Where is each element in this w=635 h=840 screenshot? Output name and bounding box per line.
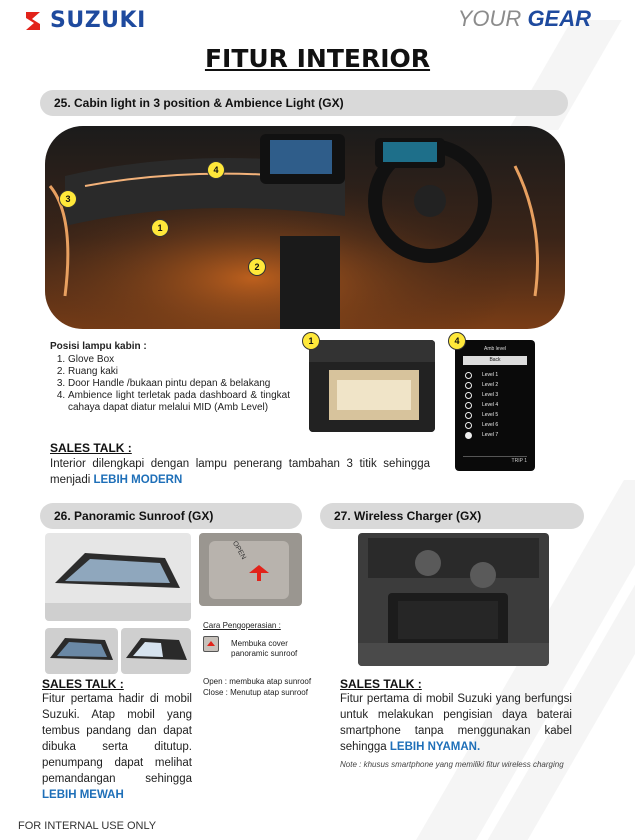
sales-talk-text: Interior dilengkapi dengan lampu peneran… <box>50 458 430 486</box>
sunroof-switch-photo: OPEN <box>199 533 302 606</box>
page-title: FITUR INTERIOR <box>204 44 431 73</box>
mid-back: Back <box>463 356 527 365</box>
sales-talk-title: SALES TALK : <box>50 441 132 455</box>
list-title: Posisi lampu kabin : <box>50 341 147 352</box>
wireless-charger-photo <box>358 533 549 666</box>
sales-talk-text: Fitur pertama hadir di mobil Suzuki. Ata… <box>42 693 192 801</box>
glove-box-photo <box>309 340 435 432</box>
sales-talk-title: SALES TALK : <box>340 677 422 691</box>
list-item: Ambience light terletak pada dashboard &… <box>68 390 290 414</box>
suzuki-s-icon <box>26 11 40 30</box>
open-text: Open : membuka atap sunroof <box>203 677 312 686</box>
section-25-title: 25. Cabin light in 3 position & Ambience… <box>40 90 568 116</box>
marker-4: 4 <box>207 161 225 179</box>
mid-level-row: Level 7 <box>465 430 527 440</box>
mid-title: Amb level <box>484 346 506 352</box>
mid-level-row: Level 6 <box>465 420 527 430</box>
marker-3: 3 <box>59 190 77 208</box>
list-item: Glove Box <box>68 354 290 366</box>
mid-level-row: Level 4 <box>465 400 527 410</box>
list-item: Door Handle /bukaan pintu depan & belaka… <box>68 378 290 390</box>
mid-level-row: Level 1 <box>465 370 527 380</box>
footer-label: FOR INTERNAL USE ONLY <box>18 820 157 832</box>
mid-level-list: Level 1 Level 2 Level 3 Level 4 Level 5 … <box>465 370 527 440</box>
list-item: Ruang kaki <box>68 366 290 378</box>
suzuki-logo: SUZUKI <box>22 8 146 33</box>
sunroof-top-photo <box>45 533 191 621</box>
cara-title: Cara Pengoperasian : <box>203 621 281 630</box>
sunroof-small-photo-2 <box>121 628 191 674</box>
sunroof-small-photo-1 <box>45 628 118 674</box>
brand-name: SUZUKI <box>50 8 146 33</box>
section-26-title: 26. Panoramic Sunroof (GX) <box>40 503 302 529</box>
marker-1: 1 <box>151 219 169 237</box>
mid-screen: Amb level Back Level 1 Level 2 Level 3 L… <box>455 340 535 471</box>
sales-talk-text: Fitur pertama di mobil Suzuki yang berfu… <box>340 693 572 753</box>
mid-level-row: Level 5 <box>465 410 527 420</box>
mid-level-row: Level 3 <box>465 390 527 400</box>
marker-2: 2 <box>248 258 266 276</box>
inset-marker-1: 1 <box>302 332 320 350</box>
note-text: Note : khusus smartphone yang memiliki f… <box>340 760 564 769</box>
mid-footer: TRIP 1 <box>463 456 527 465</box>
inset-marker-4: 4 <box>448 332 466 350</box>
mid-level-row: Level 2 <box>465 380 527 390</box>
cabin-light-list: Posisi lampu kabin : Glove Box Ruang kak… <box>50 341 290 414</box>
cabin-interior-photo: 4 3 1 2 <box>45 126 565 329</box>
tagline: YOUR GEAR <box>457 6 591 31</box>
sales-talk-title: SALES TALK : <box>42 677 124 691</box>
cara-desc: Membuka cover panoramic sunroof <box>231 639 298 658</box>
section-27-title: 27. Wireless Charger (GX) <box>320 503 584 529</box>
sunroof-button-icon <box>203 636 219 652</box>
close-text: Close : Menutup atap sunroof <box>203 688 308 697</box>
